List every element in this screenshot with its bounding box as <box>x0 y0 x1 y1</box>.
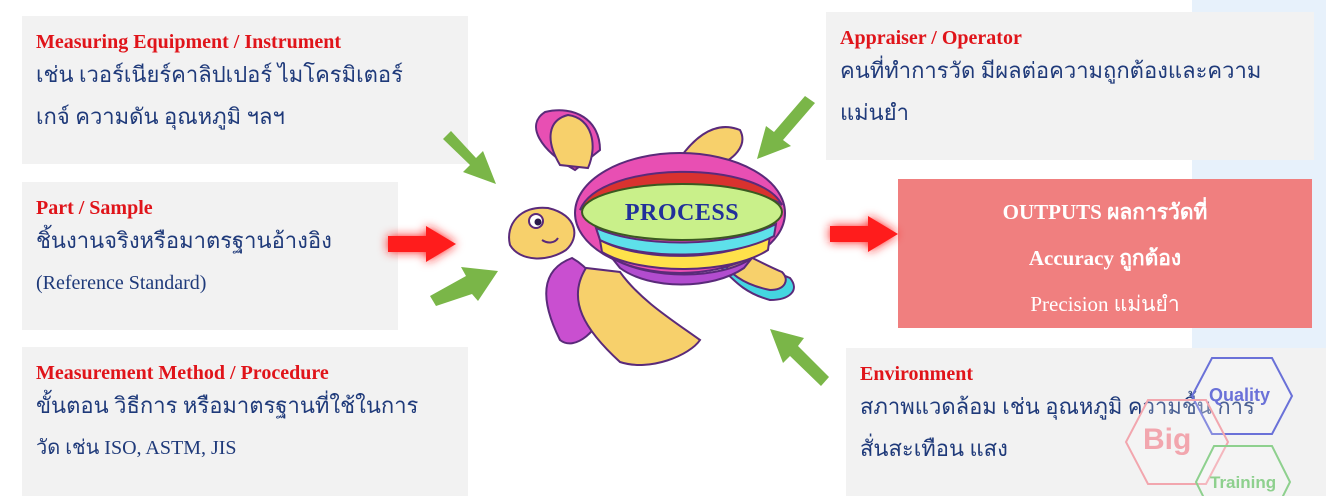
measuring-equipment-line2: เกจ์ ความดัน อุณหภูมิ ฯลฯ <box>36 104 285 129</box>
part-sample-line2: (Reference Standard) <box>36 272 207 294</box>
environment-line2: สั่นสะเทือน แสง <box>860 436 1008 461</box>
part-sample-title: Part / Sample <box>36 197 153 219</box>
green-arrow-bottom-left <box>430 267 498 306</box>
measuring-equipment-line1: เช่น เวอร์เนียร์คาลิปเปอร์ ไมโครมิเตอร์ <box>36 62 403 87</box>
environment-line1: สภาพแวดล้อม เช่น อุณหภูมิ ความชื้น การ <box>860 394 1255 419</box>
measurement-method-line2: วัด เช่น ISO, ASTM, JIS <box>36 437 237 459</box>
part-sample-line1: ชิ้นงานจริงหรือมาตรฐานอ้างอิง <box>36 228 332 253</box>
red-arrow-part <box>388 226 456 262</box>
green-arrow-bottom-right <box>770 329 829 386</box>
measurement-method-line1: ขั้นตอน วิธีการ หรือมาตรฐานที่ใช้ในการ <box>36 393 419 418</box>
environment-card: Environment สภาพแวดล้อม เช่น อุณหภูมิ คว… <box>846 348 1326 496</box>
appraiser-operator-card: Appraiser / Operator คนที่ทำการวัด มีผลต… <box>826 12 1314 160</box>
logo-big-text: Big <box>1143 423 1192 456</box>
outputs-line1: OUTPUTS ผลการวัดที่ <box>1002 200 1208 224</box>
outputs-precision: Precision แม่นยำ <box>1030 292 1180 316</box>
red-arrow-outputs <box>830 216 898 252</box>
green-arrow-top-left <box>443 131 496 184</box>
logo-quality-text: Quality <box>1209 385 1271 405</box>
turtle-illustration <box>508 109 795 366</box>
process-label: PROCESS <box>624 200 740 226</box>
environment-title: Environment <box>860 363 973 385</box>
appraiser-operator-title: Appraiser / Operator <box>840 27 1022 49</box>
hexagon-quality <box>1190 357 1294 435</box>
appraiser-operator-line2: แม่นยำ <box>840 100 909 125</box>
outputs-accuracy: Accuracy ถูกต้อง <box>1028 246 1182 270</box>
appraiser-operator-line1: คนที่ทำการวัด มีผลต่อความถูกต้องและความ <box>840 58 1262 83</box>
measurement-method-title: Measurement Method / Procedure <box>36 362 329 384</box>
logo-training-text: Training <box>1210 473 1277 492</box>
outputs-box: OUTPUTS ผลการวัดที่ Accuracy ถูกต้อง Pre… <box>898 179 1312 328</box>
green-arrow-top-right <box>757 96 815 159</box>
part-sample-card: Part / Sample ชิ้นงานจริงหรือมาตรฐานอ้าง… <box>22 182 398 330</box>
measurement-method-card: Measurement Method / Procedure ขั้นตอน ว… <box>22 347 468 496</box>
measuring-equipment-title: Measuring Equipment / Instrument <box>36 31 342 53</box>
hexagon-big <box>1124 399 1230 485</box>
hexagon-training <box>1194 445 1292 496</box>
logo-hexagons <box>1124 357 1294 496</box>
measuring-equipment-card: Measuring Equipment / Instrument เช่น เว… <box>22 16 468 164</box>
